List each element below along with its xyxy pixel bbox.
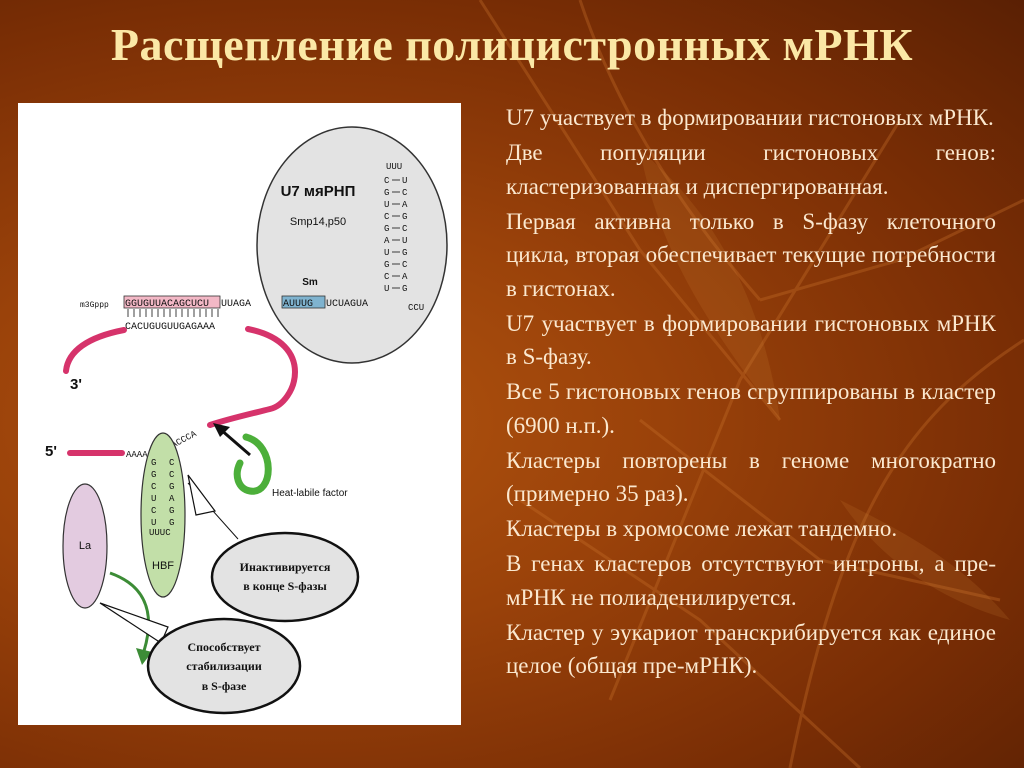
pre-mrna-seq: CACUGUGUUGAGAAA [125,322,215,333]
pre-mrna-3prime-strand [63,327,127,374]
callout-2 [146,617,302,715]
callout-2-line-2: стабилизации [186,659,262,673]
cap-label: m3Gppp [80,301,109,310]
paragraph-two-populations: Две популяции гистоновых генов: кластери… [506,140,996,199]
svg-text:C: C [402,260,408,270]
paragraph-u7-histone: U7 участвует в формировании гистоновых м… [506,105,994,130]
svg-text:U: U [151,518,156,528]
svg-text:C: C [169,470,175,480]
heat-labile-arrow [233,433,272,495]
sm-label: Sm [302,277,318,288]
callout-1 [210,531,360,623]
callout-2-line-3: в S-фазе [202,679,247,693]
svg-text:U: U [384,284,389,294]
svg-text:G: G [384,224,389,234]
heat-label: Heat-labile factor [272,488,348,499]
label-5prime: 5' [45,443,57,460]
paragraph-cluster-size: Все 5 гистоновых генов сгруппированы в к… [506,379,996,438]
svg-text:U: U [402,236,407,246]
svg-text:G: G [169,518,174,528]
stem-end: CCU [408,303,424,313]
svg-text:G: G [384,260,389,270]
svg-text:C: C [151,482,157,492]
svg-text:C: C [384,212,390,222]
svg-text:G: G [169,482,174,492]
svg-text:A: A [402,272,408,282]
stem-loop-top: UUU [386,162,402,172]
u7-seq-pink: GGUGUUACAGCUCU [125,299,209,310]
svg-text:A: A [384,236,390,246]
paragraph-u7-s-phase: U7 участвует в формировании гистоновых м… [506,310,996,370]
svg-text:G: G [151,470,156,480]
paragraph-s-phase-activity: Первая активна только в S-фазу клеточног… [506,208,996,301]
svg-text:C: C [384,272,390,282]
svg-text:U: U [151,494,156,504]
sm-site-box [281,295,326,309]
label-3prime: 3' [70,376,82,393]
cleavage-arrow [219,427,251,457]
snrnp-sphere [256,126,448,364]
svg-text:G: G [151,458,156,468]
paragraph-cluster-repeats: Кластеры повторены в геноме многократно … [506,447,996,507]
snrnp-proteins: Smp14,p50 [290,216,346,228]
u7-seq-blue: AUUUG [283,299,313,310]
callout-1-line-2: в конце S-фазы [243,579,327,593]
paragraph-tandem: Кластеры в хромосоме лежат тандемно. [506,516,898,541]
svg-text:G: G [169,506,174,516]
svg-text:C: C [384,176,390,186]
paragraph-no-introns: В генах кластеров отсутствуют интроны, а… [506,551,996,610]
la-green-arrow [109,571,151,652]
la-green-arrowhead [136,648,152,665]
slide-body-text: U7 участвует в формировании гистоновых м… [506,101,996,684]
svg-text:A: A [402,200,408,210]
u7-seq-mid: UUAGA [221,299,251,310]
hbf-protein [140,432,186,598]
svg-text:C: C [402,224,408,234]
pre-mrna-left: AAAA [126,450,148,460]
svg-text:G: G [402,212,407,222]
cleavage-arrowhead [213,423,230,437]
svg-text:C: C [402,188,408,198]
paragraph-transcription: Кластер у эукариот транскрибируется как … [506,619,996,679]
hairpin-top: UUUC [149,528,171,538]
svg-text:C: C [169,458,175,468]
callout-2-pointer [99,602,169,644]
svg-text:U: U [384,248,389,258]
svg-text:G: G [384,188,389,198]
callout-1-pointer [187,474,217,516]
pre-mrna-loop-strand [207,326,298,428]
svg-text:U: U [402,176,407,186]
la-label: La [79,540,92,552]
svg-text:U: U [384,200,389,210]
la-protein [62,483,108,609]
hbf-label: HBF [152,560,174,572]
u7-pairing-box [123,295,221,309]
slide-title: Расщепление полицистронных мРНК [110,19,914,70]
callout-2-line-1: Способствует [187,640,260,654]
callout-1-line-1: Инактивируется [240,560,331,574]
svg-text:G: G [402,284,407,294]
svg-text:G: G [402,248,407,258]
svg-text:C: C [151,506,157,516]
svg-text:A: A [169,494,175,504]
u7-seq-tail: UCUAGUA [326,299,368,310]
snrnp-title: U7 мяРНП [281,183,356,200]
